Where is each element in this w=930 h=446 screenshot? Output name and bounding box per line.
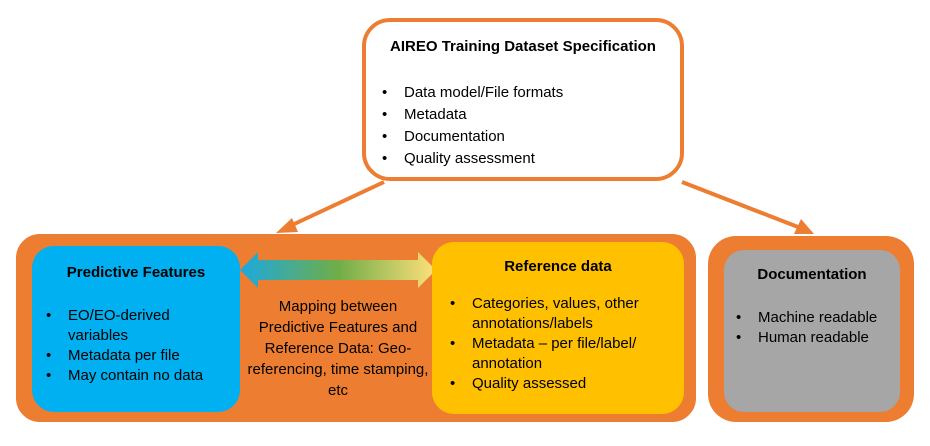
list-item: •Human readable	[736, 329, 869, 346]
spec-box: AIREO Training Dataset Specification •Da…	[362, 18, 684, 181]
bullet: •	[450, 295, 456, 312]
bullet: •	[46, 307, 52, 324]
bullet: •	[736, 309, 742, 326]
documentation-list: •Machine readable •Human readable	[736, 308, 896, 348]
list-item: •Metadata – per file/label/ annotation	[450, 335, 637, 372]
arrowhead-predictive	[276, 218, 298, 233]
spec-title: AIREO Training Dataset Specification	[390, 38, 656, 55]
spec-list: •Data model/File formats •Metadata •Docu…	[382, 82, 563, 170]
bullet: •	[46, 367, 52, 384]
list-item: •Quality assessed	[450, 375, 587, 392]
double-arrow-icon	[240, 252, 436, 288]
reference-data-title: Reference data	[504, 258, 612, 275]
mapping-text: Mapping between Predictive Features and …	[247, 298, 429, 399]
list-item: •EO/EO-derived variables	[46, 307, 170, 344]
list-item: •May contain no data	[46, 367, 204, 384]
bullet: •	[382, 84, 388, 101]
bullet: •	[382, 150, 388, 167]
bullet: •	[450, 335, 456, 352]
list-item: •Quality assessment	[382, 148, 563, 170]
list-item: •Machine readable	[736, 309, 878, 326]
bullet: •	[382, 106, 388, 123]
arrow-spec-to-documentation	[681, 180, 799, 229]
reference-data-list: •Categories, values, other annotations/l…	[450, 294, 676, 394]
arrow-spec-to-predictive	[289, 180, 385, 228]
bullet: •	[382, 128, 388, 145]
documentation-title: Documentation	[757, 266, 867, 283]
list-item: •Categories, values, other annotations/l…	[450, 295, 639, 332]
predictive-features-title: Predictive Features	[66, 264, 206, 281]
bullet: •	[736, 329, 742, 346]
list-item: •Metadata	[382, 104, 563, 126]
predictive-features-box: Predictive Features •EO/EO-derived varia…	[32, 246, 240, 412]
bullet: •	[450, 375, 456, 392]
list-item: •Metadata per file	[46, 347, 180, 364]
bullet: •	[46, 347, 52, 364]
list-item: •Data model/File formats	[382, 82, 563, 104]
list-item: •Documentation	[382, 126, 563, 148]
predictive-features-list: •EO/EO-derived variables •Metadata per f…	[46, 306, 232, 386]
reference-data-box: Reference data •Categories, values, othe…	[432, 242, 684, 414]
arrowhead-documentation	[794, 219, 814, 234]
documentation-box: Documentation •Machine readable •Human r…	[724, 250, 900, 412]
